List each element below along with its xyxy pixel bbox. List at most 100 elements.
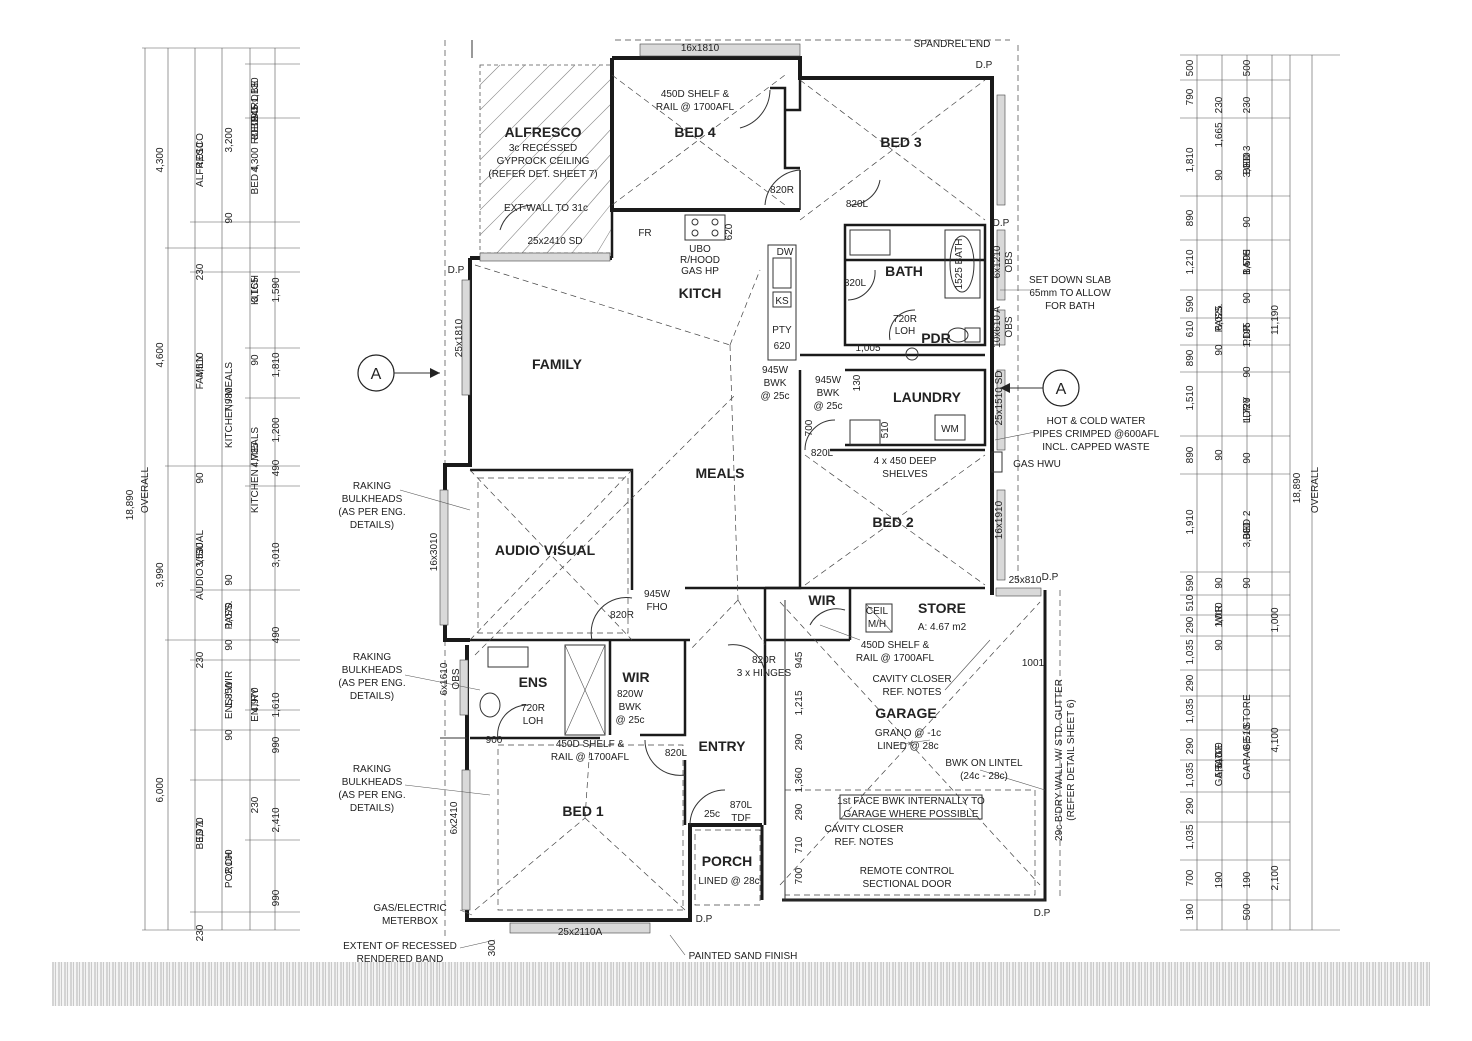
right-col1-dim-0: 500 [1185, 59, 1196, 76]
right-col1-dim-2: 1,810 [1185, 147, 1196, 172]
right-col1-dim-1: 790 [1185, 88, 1196, 105]
right-col3-dim-5: 1,595 [1242, 249, 1253, 274]
bulkhead-lines [469, 74, 1041, 911]
left-col4-dim-12: 4,735 [250, 442, 261, 467]
wm-note: WM [941, 424, 959, 435]
ens-win-2: OBS [451, 668, 462, 689]
garage-ceil-1: GRANO @ -1c [875, 728, 941, 739]
right-col3-dim-10: 90 [1242, 366, 1253, 378]
alfresco-label: ALFRESCO [505, 124, 582, 140]
garage-elements [782, 600, 1045, 901]
ens-door-1: 720R [521, 703, 545, 714]
left-col3-dim-9: ENS / WIR [224, 671, 235, 719]
section-marker-right: A [1000, 369, 1080, 407]
garage-label: GARAGE [875, 705, 936, 721]
bed4-label: BED 4 [674, 124, 715, 140]
left-col4-dim-7: BED 4 [250, 165, 261, 194]
sd-top: 16x1810 [681, 43, 720, 54]
left-col4-dim-16: 230 [250, 796, 261, 813]
left-col4-dim-5: 1,130 [250, 77, 261, 102]
ens-door-2: LOH [523, 716, 544, 727]
wir-bwk-1: 820W [617, 689, 644, 700]
right-col3-dim-18: GARAGE / STORE [1242, 694, 1253, 780]
wir-bwk-3: @ 25c [615, 715, 644, 726]
dp-5: D.P [1034, 908, 1051, 919]
bath-win-1: 6x1210 [992, 245, 1003, 278]
right-col2-dim-12: 190 [1214, 871, 1225, 888]
left-col3-dim-1: 90 [224, 212, 235, 224]
left-col5-dim-5: 490 [271, 626, 282, 643]
bwk-laundry-2: BWK [817, 388, 840, 399]
right-col1-dim-4: 1,210 [1185, 249, 1196, 274]
left-col1-dim-2: 3,990 [155, 562, 166, 587]
leader-lines [399, 289, 1046, 956]
right-col3-dim-1: 230 [1242, 96, 1253, 113]
cavity2-2: REF. NOTES [835, 837, 894, 848]
left-col2-dim-6: 3,530 [195, 542, 206, 567]
bwk-lintel-2: (24c - 28c) [960, 771, 1008, 782]
ens-label: ENS [519, 674, 548, 690]
bwk-laundry-1: 945W [815, 375, 842, 386]
right-col3-dim-3: BED 3 [1242, 145, 1253, 174]
right-col2-dim-6: 90 [1214, 449, 1225, 461]
left-col4-dim-3: 945 [250, 104, 261, 121]
left-col5-dim-0: 1,590 [271, 277, 282, 302]
cavity2-1: CAVITY CLOSER [824, 824, 903, 835]
pty620-note: 620 [774, 341, 791, 352]
bed2-label: BED 2 [872, 514, 913, 530]
bed4-door-note: 820R [770, 185, 794, 196]
ks-note: KS [775, 296, 789, 307]
d900: 900 [486, 735, 503, 746]
right-col2-dim-8: 1,010 [1214, 602, 1225, 627]
hot-cold-3: INCL. CAPPED WASTE [1042, 442, 1150, 453]
bath-win-2: OBS [1004, 251, 1015, 272]
porch-label: PORCH [702, 853, 753, 869]
right-col1-dim-8: 1,510 [1185, 385, 1196, 410]
right-col1-dim-17: 290 [1185, 737, 1196, 754]
gas-hwu: GAS HWU [1013, 459, 1061, 470]
right-overall-label-dim-0: OVERALL [1310, 466, 1321, 513]
raking3-3: (AS PER ENG. [338, 790, 405, 801]
right-col1-dim-20: 1,035 [1185, 824, 1196, 849]
left-col2-dim-2: 230 [195, 263, 206, 280]
right-col2-dim-0: 230 [1214, 96, 1225, 113]
left-col3-dim-0: 3,200 [224, 127, 235, 152]
ubo-note-2: R/HOOD [680, 255, 720, 266]
set-down-3: FOR BATH [1045, 301, 1095, 312]
left-col2-dim-9: 3,970 [195, 817, 206, 842]
raking2-2: BULKHEADS [342, 665, 403, 676]
right-col1-dim-3: 890 [1185, 209, 1196, 226]
section-marker-right-label: A [1056, 381, 1067, 398]
front-win: 25x2110A [558, 927, 603, 938]
porch-lined: LINED @ 28c [698, 876, 759, 887]
painted-note: PAINTED SAND FINISH [689, 951, 798, 962]
left-col3-dim-2: 7,980 [224, 387, 235, 412]
right-col3-dim-12: LDRY [1242, 396, 1253, 423]
right-col1-dim-21: 700 [1185, 869, 1196, 886]
right-col3-dim-15: BED 2 [1242, 510, 1253, 539]
left-col5-dim-6: 1,610 [271, 692, 282, 717]
dp-6: D.P [696, 914, 713, 925]
left-col3-dim-5: 1,070 [224, 602, 235, 627]
alfresco-door-note: 25x2410 SD [527, 236, 582, 247]
dw-note: DW [777, 247, 794, 258]
bed2-win: 16x1910 [994, 500, 1005, 539]
alfresco-note-2: GYPROCK CEILING [497, 156, 590, 167]
fr-note: FR [638, 228, 651, 239]
face-bwk-2: GARAGE WHERE POSSIBLE [843, 809, 978, 820]
right-col3-dim-17: 6,510 [1242, 724, 1253, 749]
windows [439, 43, 1042, 934]
right-col3-dim-20: 500 [1242, 903, 1253, 920]
left-col3-dim-4: 90 [224, 574, 235, 586]
cavity1-1: CAVITY CLOSER [872, 674, 951, 685]
raking2-3: (AS PER ENG. [338, 678, 405, 689]
pdr-door-2: LOH [895, 326, 916, 337]
right-col1-dim-11: 590 [1185, 574, 1196, 591]
right-col3-dim-13: 90 [1242, 452, 1253, 464]
right-col3-dim-14: 3,000 [1242, 522, 1253, 547]
g710: 710 [794, 836, 805, 853]
entry-door: 820L [665, 748, 688, 759]
right-col2-dim-5: 90 [1214, 344, 1225, 356]
